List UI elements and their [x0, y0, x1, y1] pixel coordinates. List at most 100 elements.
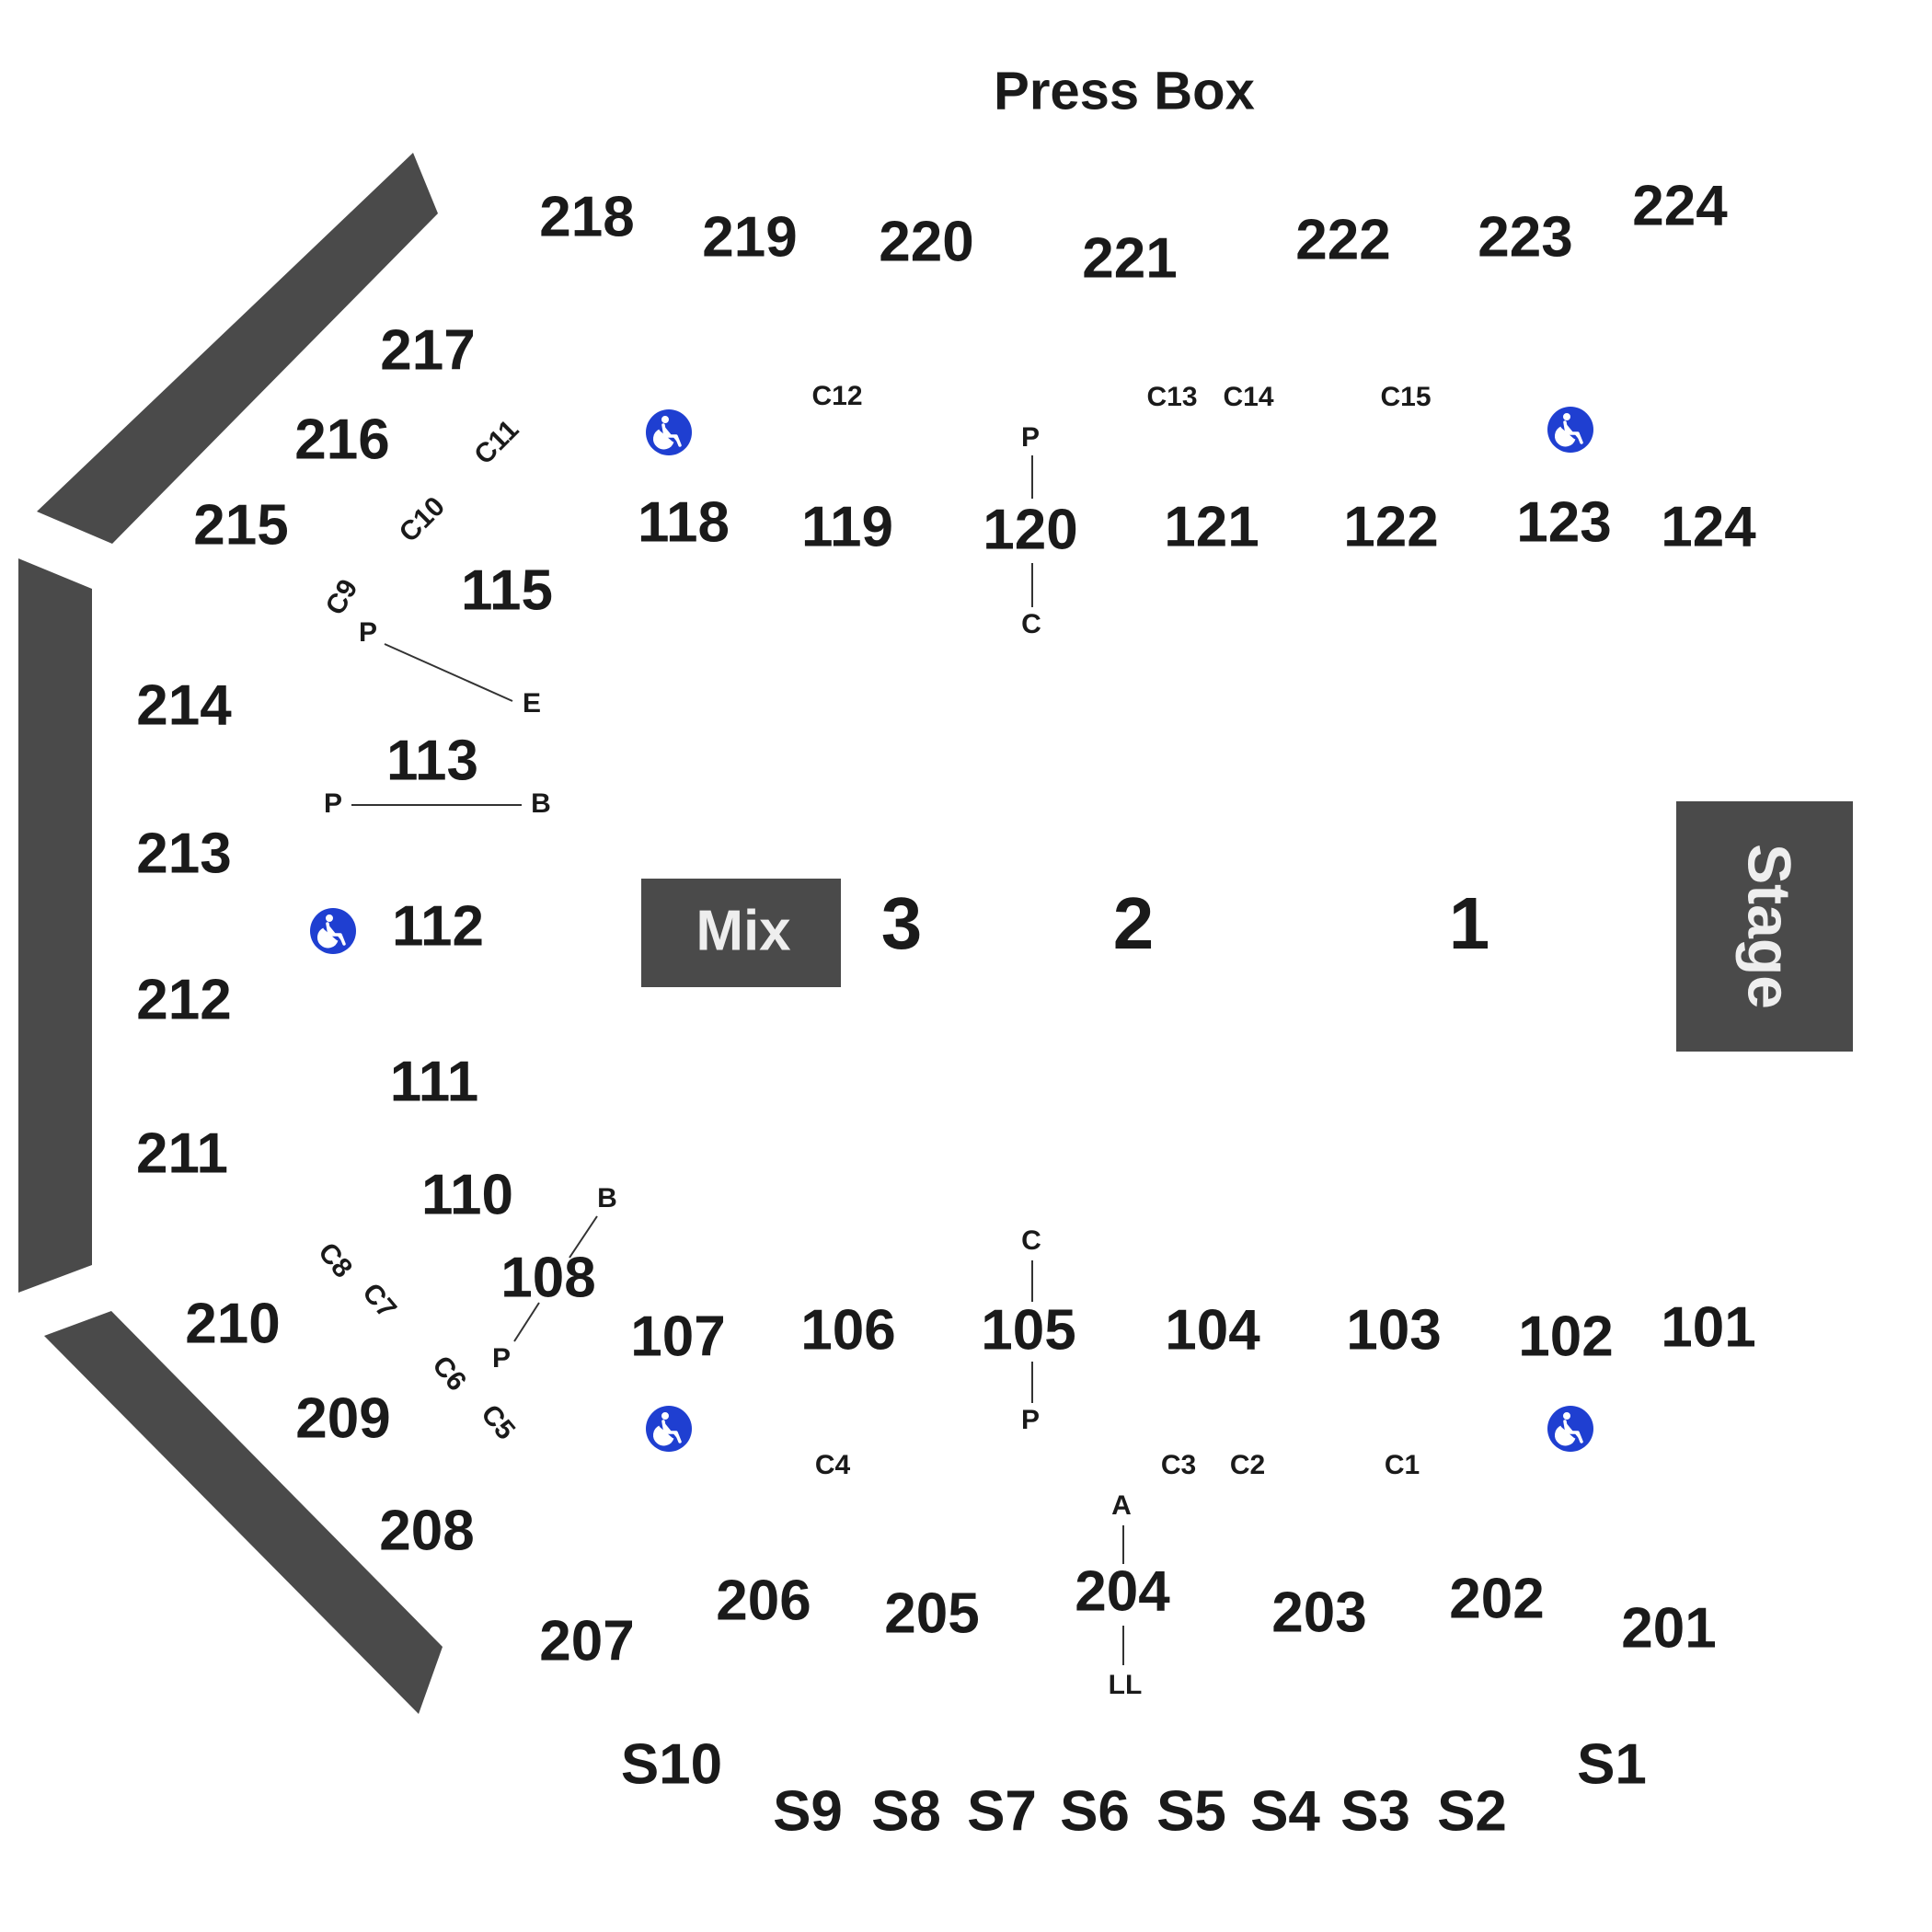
mix-position[interactable]: Mix [641, 879, 841, 987]
section-202[interactable]: 202 [1449, 1567, 1544, 1630]
section-221[interactable]: 221 [1082, 226, 1177, 290]
section-208[interactable]: 208 [379, 1499, 474, 1562]
corner-c12[interactable]: C12 [811, 381, 862, 411]
suite-s8[interactable]: S8 [871, 1779, 941, 1843]
section-111[interactable]: 111 [390, 1050, 479, 1113]
row-label-105-bottom: P [1021, 1405, 1040, 1435]
corner-c15[interactable]: C15 [1380, 382, 1431, 412]
wall-lower-left [44, 1311, 443, 1714]
wall-upper-left [37, 153, 438, 544]
suite-s6[interactable]: S6 [1060, 1779, 1130, 1843]
floor-section-1[interactable]: 1 [1449, 882, 1490, 964]
corner-c3[interactable]: C3 [1161, 1450, 1196, 1480]
section-219[interactable]: 219 [702, 205, 797, 269]
row-label-120-bottom: C [1021, 609, 1041, 639]
corner-c5[interactable]: C5 [475, 1399, 521, 1446]
section-222[interactable]: 222 [1295, 208, 1390, 271]
corner-c14[interactable]: C14 [1223, 382, 1273, 412]
suite-s5[interactable]: S5 [1156, 1779, 1226, 1843]
section-118[interactable]: 118 [638, 490, 730, 554]
section-217[interactable]: 217 [380, 318, 475, 382]
row-label-113-left: P [324, 788, 342, 819]
stage-label: Stage [1736, 844, 1804, 1009]
section-120[interactable]: 120 [983, 498, 1077, 561]
section-201[interactable]: 201 [1621, 1596, 1716, 1660]
section-214[interactable]: 214 [136, 673, 232, 737]
row-line-108-top [569, 1215, 598, 1259]
section-209[interactable]: 209 [295, 1386, 390, 1450]
section-112[interactable]: 112 [392, 894, 484, 958]
row-line-108-bottom [513, 1302, 540, 1342]
row-label-115-right: E [523, 688, 541, 719]
wheelchair-icon [1547, 1406, 1593, 1452]
section-104[interactable]: 104 [1165, 1298, 1260, 1362]
section-105[interactable]: 105 [981, 1298, 1075, 1362]
section-220[interactable]: 220 [879, 210, 973, 273]
corner-c10[interactable]: C10 [394, 491, 451, 548]
section-124[interactable]: 124 [1661, 495, 1756, 558]
section-103[interactable]: 103 [1346, 1298, 1441, 1362]
corner-c13[interactable]: C13 [1146, 382, 1197, 412]
section-110[interactable]: 110 [421, 1163, 513, 1226]
section-211[interactable]: 211 [136, 1121, 228, 1185]
press-box-label: Press Box [994, 61, 1255, 121]
suite-s1[interactable]: S1 [1577, 1732, 1647, 1796]
row-label-204-bottom: LL [1109, 1670, 1143, 1700]
section-101[interactable]: 101 [1661, 1295, 1755, 1359]
section-102[interactable]: 102 [1518, 1305, 1613, 1368]
section-106[interactable]: 106 [800, 1298, 895, 1362]
suite-s4[interactable]: S4 [1250, 1779, 1320, 1843]
section-224[interactable]: 224 [1632, 174, 1728, 237]
row-label-204-top: A [1111, 1490, 1132, 1521]
suite-s3[interactable]: S3 [1340, 1779, 1410, 1843]
section-115[interactable]: 115 [461, 558, 553, 622]
row-label-105-top: C [1021, 1225, 1041, 1256]
section-121[interactable]: 121 [1164, 495, 1259, 558]
wheelchair-icon [1547, 407, 1593, 453]
section-207[interactable]: 207 [539, 1609, 634, 1673]
corner-c11[interactable]: C11 [468, 414, 524, 470]
suite-s2[interactable]: S2 [1437, 1779, 1507, 1843]
section-205[interactable]: 205 [884, 1581, 979, 1645]
section-122[interactable]: 122 [1343, 495, 1438, 558]
corner-c2[interactable]: C2 [1230, 1450, 1265, 1480]
stage[interactable]: Stage [1676, 801, 1853, 1052]
corner-c7[interactable]: C7 [356, 1278, 402, 1325]
wall-left [18, 558, 92, 1293]
row-label-108-top: B [597, 1183, 617, 1213]
section-213[interactable]: 213 [136, 822, 231, 885]
suite-s7[interactable]: S7 [967, 1779, 1037, 1843]
row-label-120-top: P [1021, 422, 1040, 453]
section-216[interactable]: 216 [294, 408, 389, 471]
section-107[interactable]: 107 [630, 1305, 725, 1368]
corner-c1[interactable]: C1 [1385, 1450, 1420, 1480]
section-212[interactable]: 212 [136, 968, 231, 1031]
wheelchair-icon [646, 409, 692, 455]
section-113[interactable]: 113 [386, 729, 478, 792]
floor-section-2[interactable]: 2 [1113, 882, 1155, 964]
mix-label: Mix [696, 899, 791, 962]
suite-s9[interactable]: S9 [773, 1779, 843, 1843]
corner-c6[interactable]: C6 [426, 1351, 472, 1397]
section-123[interactable]: 123 [1516, 490, 1611, 554]
section-204[interactable]: 204 [1075, 1559, 1170, 1623]
section-203[interactable]: 203 [1271, 1581, 1366, 1644]
floor-section-3[interactable]: 3 [881, 882, 923, 964]
section-215[interactable]: 215 [193, 493, 288, 557]
corner-c4[interactable]: C4 [815, 1450, 851, 1480]
wheelchair-icon [646, 1406, 692, 1452]
section-108[interactable]: 108 [500, 1246, 595, 1309]
section-218[interactable]: 218 [539, 185, 634, 248]
section-210[interactable]: 210 [185, 1292, 280, 1355]
row-line-115 [384, 643, 513, 702]
corner-c8[interactable]: C8 [312, 1237, 358, 1284]
section-223[interactable]: 223 [1478, 205, 1572, 269]
corner-c9[interactable]: C9 [320, 574, 364, 620]
row-label-108-bottom: P [492, 1343, 511, 1374]
section-206[interactable]: 206 [716, 1569, 811, 1632]
row-label-115-left: P [359, 617, 377, 648]
suite-s10[interactable]: S10 [621, 1732, 722, 1796]
section-119[interactable]: 119 [801, 495, 893, 558]
wheelchair-icon [310, 908, 356, 954]
